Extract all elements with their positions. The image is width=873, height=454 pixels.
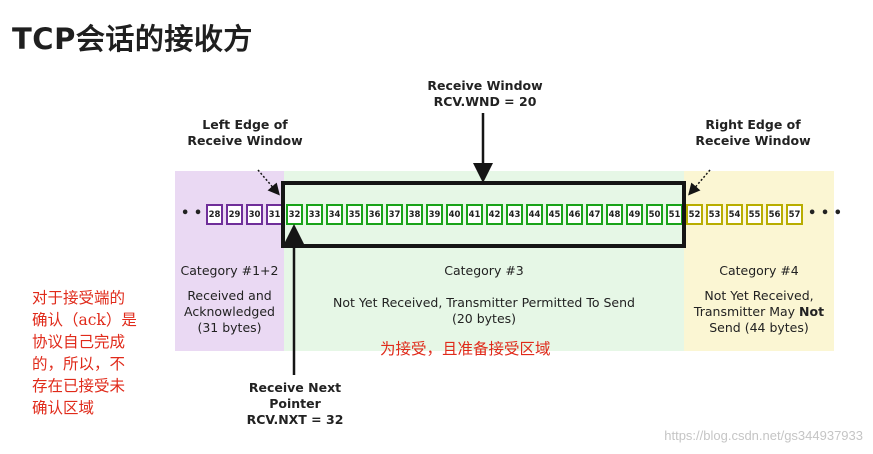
next-pointer-label: Receive Next Pointer RCV.NXT = 32 [246,380,344,427]
sequence-cell-28: 28 [206,204,223,225]
sequence-cell-45: 45 [546,204,563,225]
left-edge-arrow [257,169,280,196]
sequence-cell-39: 39 [426,204,443,225]
watermark: https://blog.csdn.net/gs344937933 [664,428,863,443]
category-4-text: Category #4 Not Yet Received, Transmitte… [693,263,825,335]
category-1-2-region [175,171,284,351]
sequence-cell-34: 34 [326,204,343,225]
left-note: 对于接受端的 确认（ack）是 协议自己完成 的，所以，不 存在已接受未 确认区… [32,289,137,417]
category-3-text: Category #3 Not Yet Received, Transmitte… [333,263,635,326]
right-edge-arrow [688,169,711,196]
receive-window-box [281,181,686,248]
category-3-region [284,171,684,351]
sequence-cell-55: 55 [746,204,763,225]
sequence-cell-37: 37 [386,204,403,225]
sequence-cell-57: 57 [786,204,803,225]
sequence-cell-49: 49 [626,204,643,225]
sequence-cell-56: 56 [766,204,783,225]
sequence-cell-50: 50 [646,204,663,225]
right-edge-label: Right Edge of Receive Window [695,117,811,148]
page-title: TCP会话的接收方 [12,22,253,56]
sequence-cell-41: 41 [466,204,483,225]
sequence-cell-35: 35 [346,204,363,225]
sequence-cell-47: 47 [586,204,603,225]
left-edge-label: Left Edge of Receive Window [187,117,303,148]
sequence-cell-46: 46 [566,204,583,225]
sequence-cell-29: 29 [226,204,243,225]
sequence-cell-30: 30 [246,204,263,225]
sequence-cell-36: 36 [366,204,383,225]
category-4-region [684,171,834,351]
sequence-cell-54: 54 [726,204,743,225]
sequence-cell-53: 53 [706,204,723,225]
sequence-cell-44: 44 [526,204,543,225]
sequence-cell-48: 48 [606,204,623,225]
sequence-cell-43: 43 [506,204,523,225]
sequence-cell-40: 40 [446,204,463,225]
sequence-cell-42: 42 [486,204,503,225]
sequence-cell-52: 52 [686,204,703,225]
right-ellipsis: • • • [808,206,842,221]
sequence-cell-38: 38 [406,204,423,225]
middle-note: 为接受，且准备接受区域 [380,340,551,358]
sequence-cell-33: 33 [306,204,323,225]
receive-window-label: Receive Window RCV.WND = 20 [427,78,543,109]
category-1-2-text: Category #1+2 Received and Acknowledged … [180,263,279,335]
